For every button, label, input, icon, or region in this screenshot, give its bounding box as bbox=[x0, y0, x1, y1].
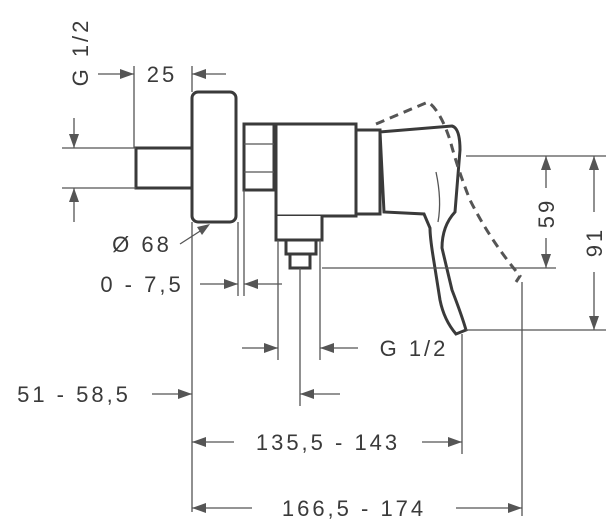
label-range-135-5-143: 135,5 - 143 bbox=[256, 430, 400, 455]
label-thread-top: G 1/2 bbox=[68, 18, 93, 87]
dimension-lines bbox=[62, 66, 606, 516]
label-height-59: 59 bbox=[534, 198, 559, 228]
hex-connector bbox=[242, 122, 276, 192]
wall-rosette bbox=[190, 90, 238, 224]
cartridge-collar bbox=[354, 128, 382, 216]
lever-highlight bbox=[435, 171, 441, 223]
label-range-166-5-174: 166,5 - 174 bbox=[282, 496, 426, 521]
label-width-25: 25 bbox=[147, 62, 177, 87]
mixer-body bbox=[134, 90, 468, 336]
lever-dashed-position bbox=[375, 100, 522, 283]
label-diameter: Ø 68 bbox=[112, 232, 172, 257]
label-range-0-7-5: 0 - 7,5 bbox=[100, 272, 183, 297]
valve-lower bbox=[274, 216, 324, 242]
lever-handle bbox=[378, 124, 468, 336]
label-thread-bottom: G 1/2 bbox=[380, 336, 449, 361]
label-height-91: 91 bbox=[582, 227, 607, 257]
outlet-nut bbox=[288, 252, 312, 270]
label-range-51-58-5: 51 - 58,5 bbox=[17, 382, 131, 407]
inlet-pipe bbox=[134, 146, 194, 190]
outlet-nipple bbox=[284, 238, 318, 256]
valve-body bbox=[274, 122, 358, 218]
